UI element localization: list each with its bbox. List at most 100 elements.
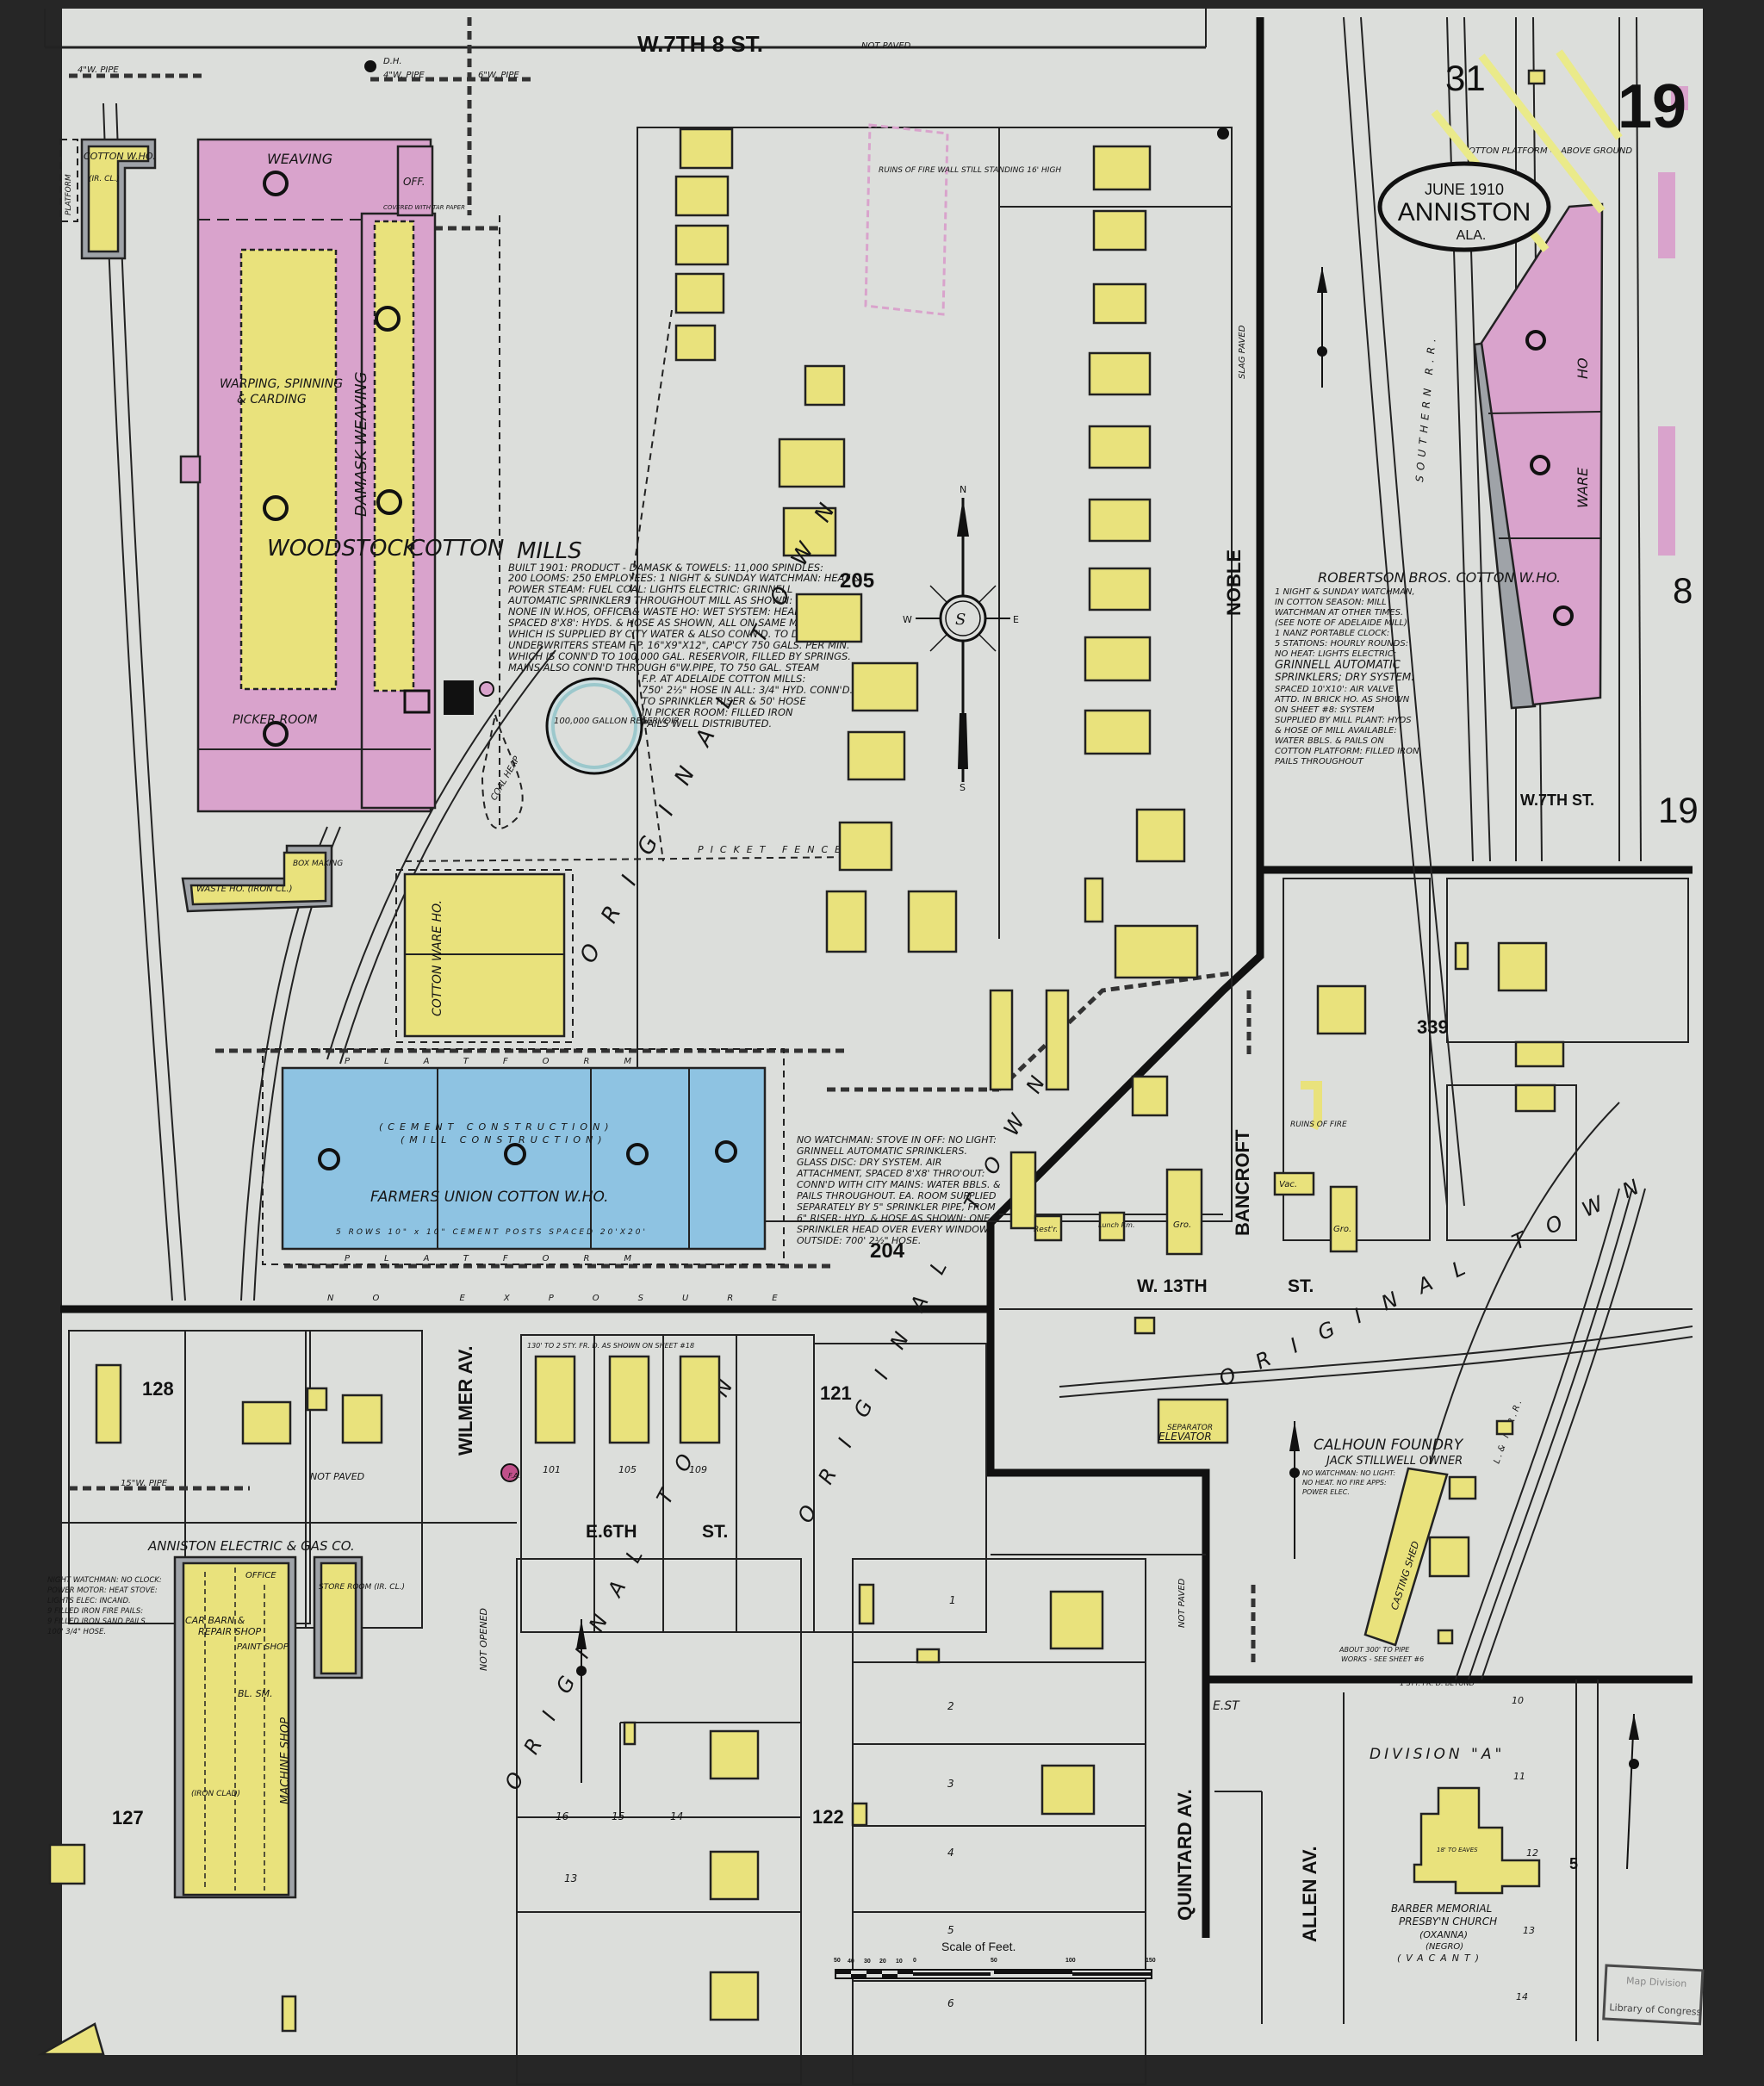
dh-label: D.H. bbox=[383, 57, 402, 66]
svg-text:750' 2½" HOSE IN ALL: 3/4" HYD: 750' 2½" HOSE IN ALL: 3/4" HYD. CONN'D. bbox=[642, 684, 853, 696]
svg-text:NO HEAT: LIGHTS ELECTRIC:: NO HEAT: LIGHTS ELECTRIC: bbox=[1275, 649, 1396, 659]
cotton-ware-house[interactable]: COTTON WARE HO. bbox=[395, 869, 574, 1043]
svg-text:S: S bbox=[955, 611, 966, 629]
svg-text:MAINS ALSO CONN'D THROUGH 6"W.: MAINS ALSO CONN'D THROUGH 6"W.PIPE, TO 7… bbox=[508, 661, 819, 674]
svg-text:200 LOOMS: 250 EMPLOYEES: 1 NI: 200 LOOMS: 250 EMPLOYEES: 1 NIGHT & SUND… bbox=[508, 572, 860, 584]
svg-text:SUPPLIED BY MILL PLANT: HYDS: SUPPLIED BY MILL PLANT: HYDS bbox=[1275, 716, 1412, 725]
svg-text:POWER STEAM: FUEL COAL: LIGHTS: POWER STEAM: FUEL COAL: LIGHTS ELECTRIC:… bbox=[508, 583, 792, 595]
waste-house[interactable]: WASTE HO. (IRON CL.) BOX MAKING bbox=[181, 844, 343, 913]
svg-text:16: 16 bbox=[556, 1810, 569, 1822]
farmers-union-notes: NO WATCHMAN: STOVE IN OFF: NO LIGHT: GRI… bbox=[796, 1134, 1001, 1246]
svg-text:ATTD. IN BRICK HO. AS SHOWN: ATTD. IN BRICK HO. AS SHOWN bbox=[1274, 695, 1410, 705]
svg-text:N: N bbox=[960, 484, 966, 495]
not-paved-quintard: NOT PAVED bbox=[1177, 1578, 1187, 1628]
svg-text:5: 5 bbox=[947, 1924, 954, 1936]
damask-weaving-label: DAMASK WEAVING bbox=[352, 371, 370, 517]
svg-text:12: 12 bbox=[1526, 1847, 1538, 1859]
svg-text:6: 6 bbox=[947, 1997, 954, 2009]
svg-text:IN COTTON SEASON: MILL: IN COTTON SEASON: MILL bbox=[1275, 598, 1387, 607]
picker-room-label: PICKER ROOM bbox=[233, 713, 317, 727]
svg-text:(NEGRO): (NEGRO) bbox=[1425, 1942, 1463, 1952]
ware-label: WARE bbox=[1575, 467, 1591, 508]
cement-posts-label: 5 ROWS 10" x 10" CEMENT POSTS SPACED 20'… bbox=[336, 1228, 648, 1237]
svg-text:Map Division: Map Division bbox=[1626, 1975, 1687, 1990]
north-arrow-3 bbox=[576, 1619, 587, 1783]
farmers-union-cotton-warehouse[interactable]: FARMERS UNION COTTON W.HO. (CEMENT CONST… bbox=[262, 1048, 785, 1265]
svg-text:101: 101 bbox=[543, 1464, 561, 1475]
svg-text:Scale of Feet.: Scale of Feet. bbox=[941, 1940, 1016, 1953]
street-wilmer: WILMER AV. bbox=[455, 1345, 476, 1456]
picket-fence-label: PICKET FENCE bbox=[698, 844, 848, 855]
store-room[interactable]: STORE ROOM (IR. CL.) bbox=[313, 1555, 405, 1679]
svg-text:SEPARATOR: SEPARATOR bbox=[1167, 1424, 1213, 1432]
block-121: 121 bbox=[820, 1382, 852, 1404]
ruins-of-fire-wall: RUINS OF FIRE WALL STILL STANDING 16' HI… bbox=[864, 123, 1061, 316]
svg-text:14: 14 bbox=[1516, 1991, 1528, 2002]
no-exposure-label: NO EXPOSURE bbox=[327, 1294, 817, 1303]
svg-text:10: 10 bbox=[1512, 1695, 1524, 1706]
svg-text:PRESBY'N CHURCH: PRESBY'N CHURCH bbox=[1399, 1915, 1497, 1928]
cotton-ware-ho-label: COTTON WARE HO. bbox=[431, 900, 444, 1016]
street-e6th: E.6TH bbox=[586, 1522, 637, 1542]
svg-text:105: 105 bbox=[618, 1464, 637, 1475]
svg-text:150: 150 bbox=[1146, 1958, 1156, 1964]
svg-text:(SEE NOTE OF ADELAIDE MILL): (SEE NOTE OF ADELAIDE MILL) bbox=[1275, 618, 1407, 628]
platform-label: PLATFORM bbox=[65, 174, 73, 215]
svg-text:13: 13 bbox=[564, 1872, 577, 1884]
street-allen: ALLEN AV. bbox=[1299, 1846, 1320, 1942]
separator-elevator[interactable]: SEPARATOR ELEVATOR bbox=[1157, 1398, 1229, 1444]
street-w13th: W. 13TH bbox=[1137, 1276, 1208, 1296]
street-w13th-st: ST. bbox=[1288, 1276, 1314, 1296]
svg-text:0: 0 bbox=[913, 1958, 916, 1964]
barber-memorial-church[interactable]: 18' TO EAVES bbox=[1413, 1786, 1541, 1895]
woodstock-cotton-warehouse[interactable]: COTTON W.HO. (IR. CL.) bbox=[80, 138, 157, 260]
vac-label: Vac. bbox=[1279, 1180, 1297, 1189]
svg-text:PAILS THROUGHOUT: PAILS THROUGHOUT bbox=[1275, 757, 1364, 767]
svg-text:30: 30 bbox=[864, 1959, 871, 1965]
woodstock-name-3: MILLS bbox=[517, 538, 582, 564]
tar-paper-label: COVERED WITH TAR PAPER bbox=[383, 204, 465, 211]
svg-text:SPACED 8'X8': HYDS. & HOSE AS: SPACED 8'X8': HYDS. & HOSE AS SHOWN, ALL… bbox=[508, 617, 818, 629]
svg-text:TO SPRINKLER RISER & 50' HOSE: TO SPRINKLER RISER & 50' HOSE bbox=[642, 695, 806, 707]
not-paved-e6th: NOT PAVED bbox=[310, 1471, 364, 1482]
woodstock-cotton-mills[interactable]: WEAVING WARPING, SPINNING & CARDING DAMA… bbox=[179, 138, 474, 813]
svg-text:WHICH IS CONN'D TO 100,000 GAL: WHICH IS CONN'D TO 100,000 GAL. RESERVOI… bbox=[508, 650, 851, 662]
adjacent-sheet-south: 5 bbox=[1569, 1855, 1578, 1872]
car-barn[interactable]: OFFICE CAR BARN & REPAIR SHOP PAINT SHOP… bbox=[173, 1555, 297, 1899]
svg-text:4: 4 bbox=[947, 1847, 954, 1859]
svg-text:ABOUT 300' TO PIPE: ABOUT 300' TO PIPE bbox=[1339, 1646, 1410, 1654]
svg-text:F.P. AT ADELAIDE COTTON MILLS:: F.P. AT ADELAIDE COTTON MILLS: bbox=[642, 673, 805, 685]
ruins-of-fire bbox=[1301, 1081, 1322, 1131]
dwellings-noble-west bbox=[1084, 145, 1199, 979]
rest-label: Rest'r. bbox=[1034, 1226, 1058, 1234]
title-cartouche: JUNE 1910 ANNISTON ALA. bbox=[1377, 161, 1551, 252]
street-e-st: E.ST bbox=[1213, 1699, 1240, 1713]
svg-text:SPRINKLERS; DRY SYSTEM:: SPRINKLERS; DRY SYSTEM: bbox=[1275, 671, 1414, 683]
warping-label: WARPING, SPINNING bbox=[220, 377, 343, 391]
svg-text:BUILT 1901: PRODUCT - DAMASK &: BUILT 1901: PRODUCT - DAMASK & TOWELS: 1… bbox=[508, 562, 823, 574]
svg-text:BARBER MEMORIAL: BARBER MEMORIAL bbox=[1391, 1903, 1492, 1915]
svg-text:S: S bbox=[960, 782, 966, 793]
north-arrow-4 bbox=[1626, 1713, 1639, 1870]
pipe-label-4w-2: 4"W. PIPE bbox=[383, 71, 425, 80]
calhoun-owner: JACK STILLWELL OWNER bbox=[1324, 1455, 1463, 1468]
adjacent-sheet-east-upper: 8 bbox=[1673, 570, 1693, 611]
sheet18-note: 130' TO 2 STY. FR. D. AS SHOWN ON SHEET … bbox=[527, 1342, 694, 1350]
svg-text:9 FILLED IRON FIRE PAILS:: 9 FILLED IRON FIRE PAILS: bbox=[47, 1607, 143, 1616]
adjacent-sheet-north: 31 bbox=[1445, 58, 1486, 98]
carding-label: & CARDING bbox=[237, 393, 307, 407]
svg-text:(IRON CLAD): (IRON CLAD) bbox=[191, 1790, 240, 1798]
calhoun-pipe-note: ABOUT 300' TO PIPE WORKS - SEE SHEET #6 bbox=[1339, 1646, 1424, 1663]
weaving-label: WEAVING bbox=[267, 151, 332, 167]
anniston-electric-notes: NIGHT WATCHMAN: NO CLOCK: POWER MOTOR: H… bbox=[47, 1576, 162, 1636]
robertson-cotton-warehouse[interactable]: HO WARE bbox=[1473, 202, 1604, 710]
woodstock-name-2: COTTON bbox=[409, 536, 504, 562]
block-122: 122 bbox=[812, 1806, 844, 1828]
block-122-lot-numbers: 1 2 3 4 5 6 13 14 15 16 bbox=[556, 1594, 956, 2009]
svg-text:NO HEAT. NO FIRE APPS:: NO HEAT. NO FIRE APPS: bbox=[1302, 1479, 1387, 1487]
svg-text:1: 1 bbox=[949, 1594, 956, 1606]
not-paved-top: NOT PAVED bbox=[861, 41, 911, 51]
casting-shed[interactable]: CASTING SHED bbox=[1363, 1419, 1514, 1647]
reservoir-label: 100,000 GALLON RESERVOIR bbox=[554, 717, 680, 726]
svg-text:14: 14 bbox=[670, 1810, 683, 1822]
